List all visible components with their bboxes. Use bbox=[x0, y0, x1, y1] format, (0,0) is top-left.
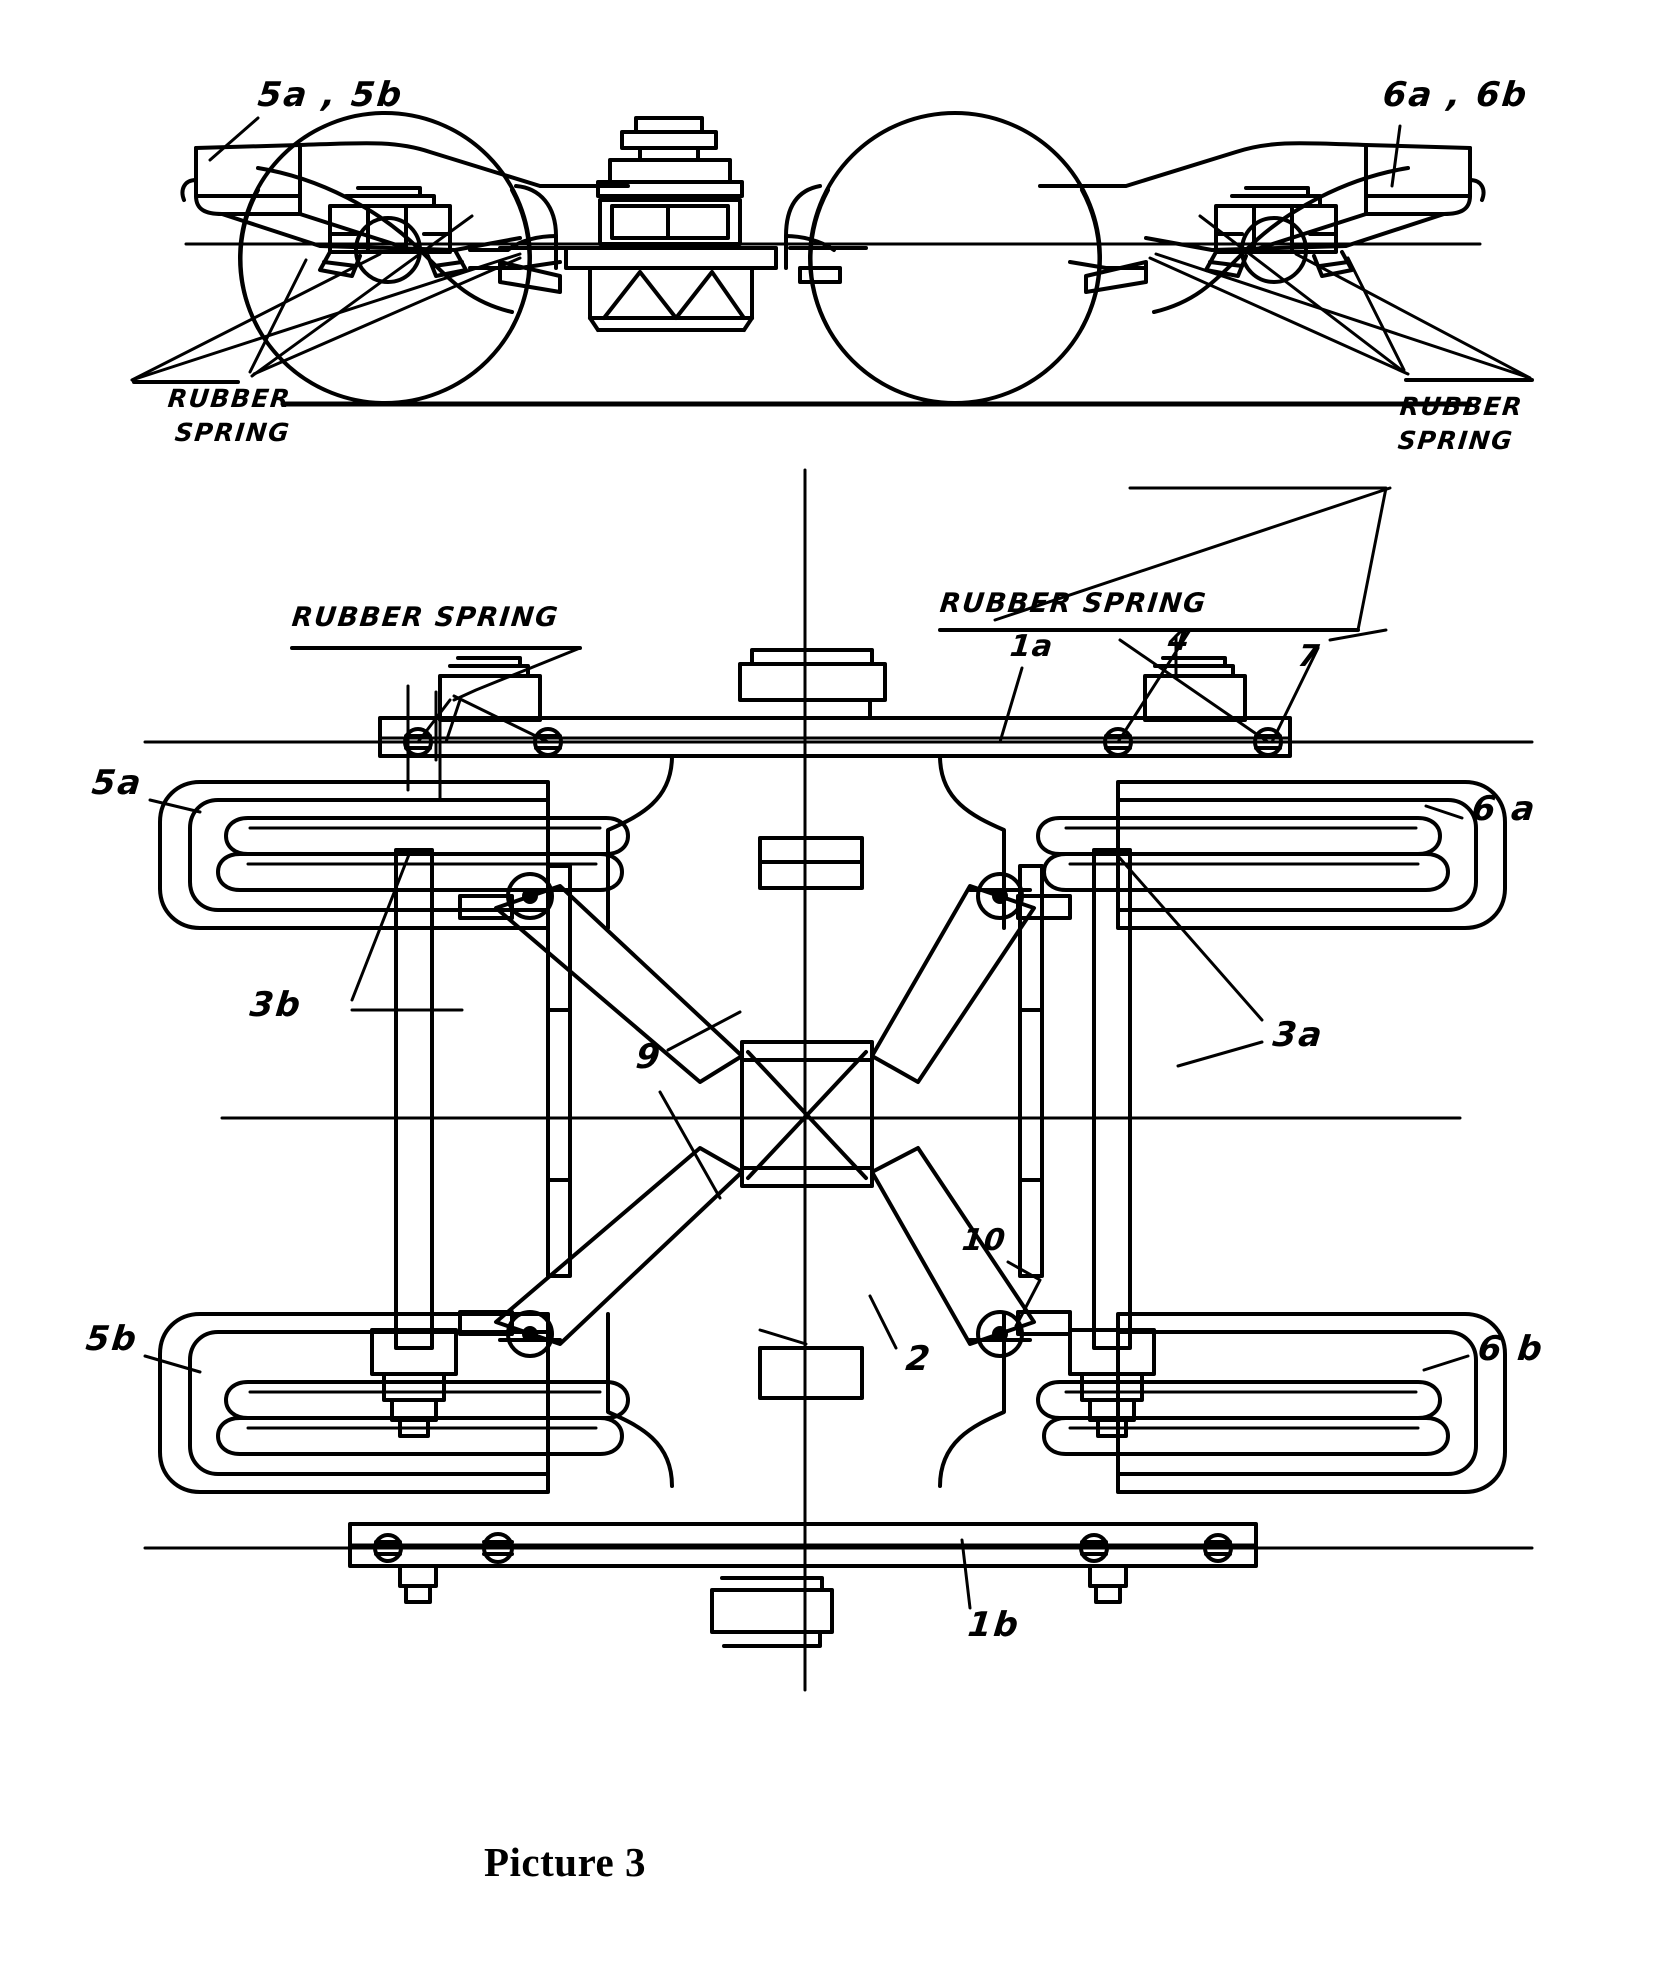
label-rubber-spring-top-left-line2: SPRING bbox=[173, 418, 292, 447]
label-5b: 5b bbox=[83, 1319, 141, 1359]
label-6a-6b-top: 6a , 6b bbox=[1380, 75, 1531, 115]
label-10: 10 bbox=[960, 1223, 1008, 1258]
label-rubber-spring-bottom-left: RUBBER SPRING bbox=[290, 602, 561, 633]
label-6b: 6 b bbox=[1475, 1329, 1546, 1369]
label-5a: 5a bbox=[89, 763, 145, 803]
label-4: 4 bbox=[1166, 623, 1192, 658]
label-1b: 1b bbox=[965, 1605, 1023, 1645]
label-3a: 3a bbox=[1270, 1015, 1326, 1055]
bottom-view-group bbox=[143, 468, 1534, 1692]
label-rubber-spring-top-right-line2: SPRING bbox=[1396, 426, 1515, 455]
label-rubber-spring-bottom-right: RUBBER SPRING bbox=[938, 588, 1209, 619]
label-1a: 1a bbox=[1008, 629, 1056, 664]
top-view-group bbox=[130, 111, 1534, 407]
label-7: 7 bbox=[1296, 639, 1322, 674]
label-rubber-spring-top-left-line1: RUBBER bbox=[166, 384, 293, 413]
label-rubber-spring-top-right-line1: RUBBER bbox=[1398, 392, 1525, 421]
label-2: 2 bbox=[903, 1339, 934, 1379]
label-5a-5b-top: 5a , 5b bbox=[255, 75, 406, 115]
label-6a: 6 a bbox=[1469, 789, 1539, 829]
figure-caption: Picture 3 bbox=[484, 1839, 646, 1885]
label-9: 9 bbox=[633, 1037, 664, 1077]
label-3b: 3b bbox=[247, 985, 305, 1025]
